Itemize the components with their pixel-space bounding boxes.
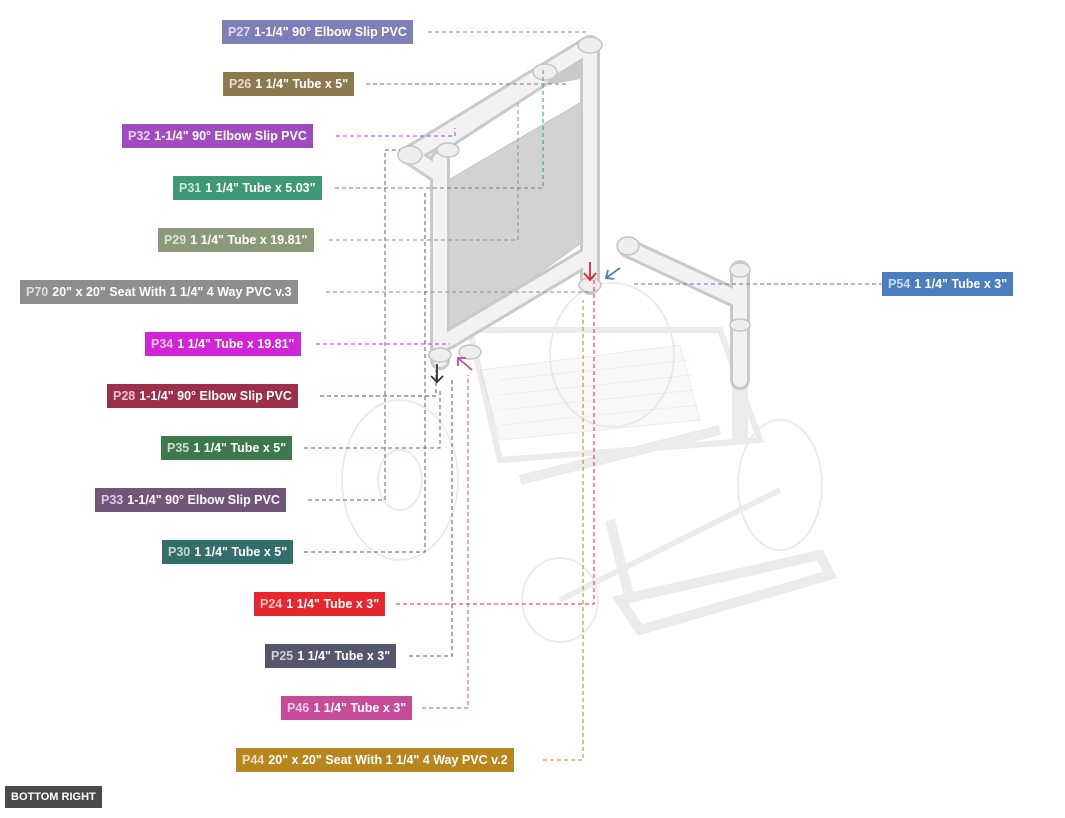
part-id: P28 [113,389,136,403]
part-name: 1 1/4" Tube x 19.81" [190,233,308,247]
part-id: P46 [287,701,310,715]
arrow-p28 [430,364,444,384]
part-id: P27 [228,25,251,39]
part-id: P35 [167,441,190,455]
part-id: P30 [168,545,191,559]
arrow-p46 [457,357,473,371]
part-id: P31 [179,181,202,195]
arrow-p24 [583,262,597,282]
part-id: P44 [242,753,265,767]
part-id: P29 [164,233,187,247]
part-name: 1-1/4" 90° Elbow Slip PVC [127,493,280,507]
part-name: 1 1/4" Tube x 3" [914,277,1008,291]
part-id: P33 [101,493,124,507]
part-name: 1-1/4" 90° Elbow Slip PVC [154,129,307,143]
part-name: 1-1/4" 90° Elbow Slip PVC [139,389,292,403]
seat-mesh-ghost [479,344,701,441]
arrow-p54 [604,267,621,280]
view-orientation-badge: BOTTOM RIGHT [5,786,102,808]
part-name: 1 1/4" Tube x 3" [297,649,391,663]
pipe-fittings [397,36,751,363]
part-id: P70 [26,285,49,299]
part-name: 1 1/4" Tube x 3" [286,597,380,611]
part-name: 1 1/4" Tube x 5" [193,441,287,455]
part-name: 1 1/4" Tube x 5" [255,77,349,91]
part-id: P26 [229,77,252,91]
part-name: 20" x 20" Seat With 1 1/4" 4 Way PVC v.3 [52,285,292,299]
part-id: P25 [271,649,294,663]
leader-lines [304,31,882,761]
wheel-frame-ghost [341,270,838,643]
part-name: 1 1/4" Tube x 5" [194,545,288,559]
part-name: 20" x 20" Seat With 1 1/4" 4 Way PVC v.2 [268,753,508,767]
part-id: P32 [128,129,151,143]
part-name: 1 1/4" Tube x 5.03" [205,181,316,195]
part-arrows [430,262,621,384]
part-name: 1-1/4" 90° Elbow Slip PVC [254,25,407,39]
part-id: P54 [888,277,911,291]
part-id: P24 [260,597,283,611]
part-id: P34 [151,337,174,351]
part-name: 1 1/4" Tube x 3" [313,701,407,715]
part-name: 1 1/4" Tube x 19.81" [177,337,295,351]
pvc-pipes [400,35,750,390]
